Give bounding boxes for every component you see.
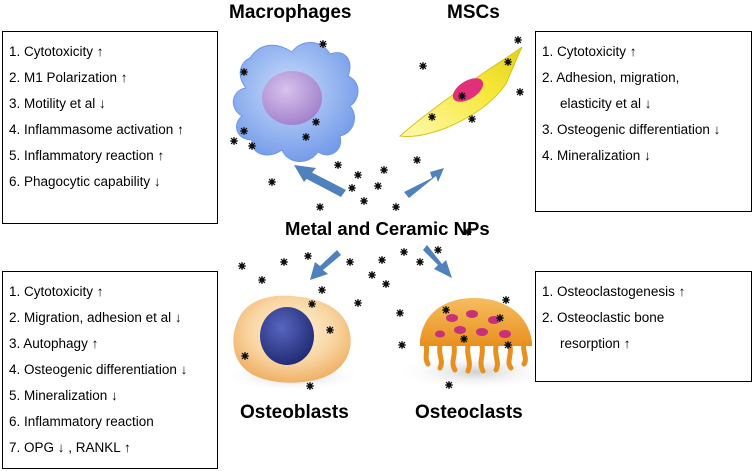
macrophages-effects-box: 1. Cytotoxicity ↑ 2. M1 Polarization ↑ 3…	[2, 31, 218, 224]
list-item: 6. Inflammatory reaction	[9, 414, 154, 429]
list-item: 1. Cytotoxicity ↑	[9, 284, 104, 299]
arrow-to-macrophages	[294, 165, 346, 197]
arrows	[294, 165, 452, 280]
msc-cell	[398, 46, 523, 137]
osteoblasts-effects-box: 1. Cytotoxicity ↑ 2. Migration, adhesion…	[2, 271, 218, 469]
list-item: 5. Inflammatory reaction ↑	[9, 148, 165, 163]
macrophage-cell	[232, 42, 359, 162]
list-item: 2. Adhesion, migration,	[542, 70, 680, 85]
list-item: 2. Osteoclastic bone	[542, 310, 665, 325]
osteoclasts-title: Osteoclasts	[415, 402, 523, 423]
list-item: 4. Osteogenic differentiation ↓	[9, 362, 188, 377]
list-item: 3. Motility et al ↓	[9, 96, 106, 111]
osteoblasts-title: Osteoblasts	[240, 402, 349, 423]
list-item: 1. Cytotoxicity ↑	[542, 44, 637, 59]
osteoclasts-effects-box: 1. Osteoclastogenesis ↑ 2. Osteoclastic …	[535, 271, 752, 382]
arrow-to-osteoclasts	[423, 245, 452, 278]
macrophages-title: Macrophages	[229, 2, 352, 23]
list-item: 3. Osteogenic differentiation ↓	[542, 122, 721, 137]
list-item-continuation: resorption ↑	[560, 336, 631, 351]
list-item: 4. Mineralization ↓	[542, 148, 651, 163]
list-item: 7. OPG ↓ , RANKL ↑	[9, 440, 131, 455]
list-item: 4. Inflammasome activation ↑	[9, 122, 184, 137]
list-item: 2. M1 Polarization ↑	[9, 70, 128, 85]
osteoclast-cell	[396, 298, 556, 390]
mscs-effects-list: 1. Cytotoxicity ↑ 2. Adhesion, migration…	[542, 39, 751, 169]
macrophages-effects-list: 1. Cytotoxicity ↑ 2. M1 Polarization ↑ 3…	[9, 39, 217, 195]
arrow-to-osteoblasts	[310, 250, 341, 280]
list-item: elasticity et al ↓	[542, 91, 751, 117]
list-item: 3. Autophagy ↑	[9, 336, 99, 351]
list-item: 1. Osteoclastogenesis ↑	[542, 284, 686, 299]
mscs-effects-box: 1. Cytotoxicity ↑ 2. Adhesion, migration…	[535, 31, 752, 212]
osteoclasts-effects-list: 1. Osteoclastogenesis ↑ 2. Osteoclastic …	[542, 279, 751, 357]
osteoblasts-effects-list: 1. Cytotoxicity ↑ 2. Migration, adhesion…	[9, 279, 217, 461]
list-item: 1. Cytotoxicity ↑	[9, 44, 104, 59]
osteoblast-cell	[223, 295, 363, 391]
arrow-to-mscs	[404, 168, 444, 198]
list-item: 6. Phagocytic capability ↓	[9, 174, 161, 189]
list-item: 5. Mineralization ↓	[9, 388, 118, 403]
list-item: resorption ↑	[542, 331, 751, 357]
mscs-title: MSCs	[447, 2, 500, 23]
center-label: Metal and Ceramic NPs	[285, 218, 490, 239]
list-item-continuation: elasticity et al ↓	[560, 96, 652, 111]
list-item: 2. Migration, adhesion et al ↓	[9, 310, 182, 325]
